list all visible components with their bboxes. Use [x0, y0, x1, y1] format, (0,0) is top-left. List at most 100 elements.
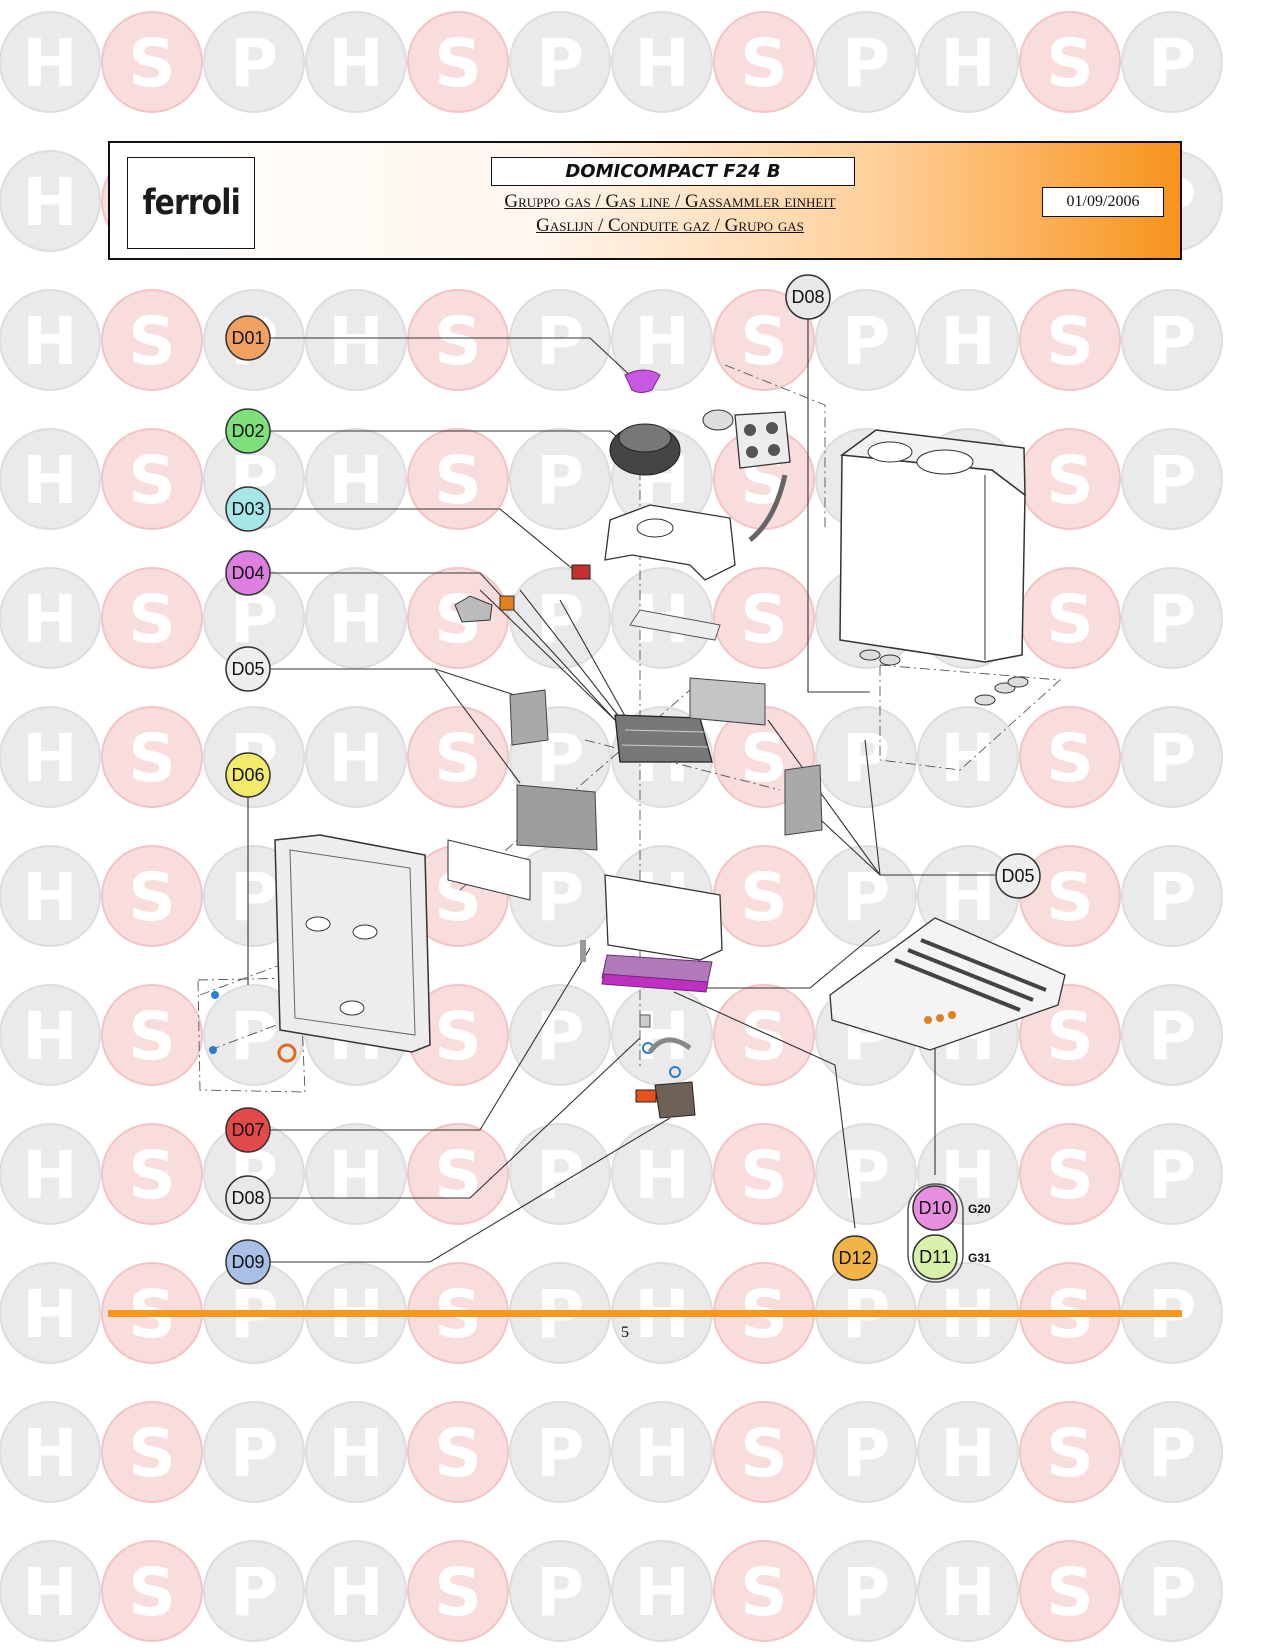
callout-label: D02	[231, 421, 264, 441]
callout-label: D01	[231, 328, 264, 348]
burner-frame-part	[580, 874, 723, 993]
watermark-letter: H	[940, 1554, 995, 1631]
burner-manifold-part	[829, 917, 1066, 1051]
insulation-panels	[509, 677, 823, 851]
watermark-letter: H	[634, 1137, 689, 1214]
watermark-mark: H	[305, 1401, 407, 1503]
callout-bubble	[912, 1185, 958, 1231]
callout-label: D05	[231, 659, 264, 679]
watermark-mark: P	[815, 1401, 917, 1503]
watermark-letter: H	[22, 442, 77, 519]
watermark-letter: H	[634, 1415, 689, 1492]
callout-D03: D03	[225, 486, 271, 532]
watermark-letter: S	[1046, 303, 1094, 380]
watermark-letter: H	[22, 581, 77, 658]
watermark-letter: S	[128, 1554, 176, 1631]
watermark-mark: S	[1019, 1540, 1121, 1642]
watermark-letter: P	[230, 1415, 278, 1492]
watermark-mark: S	[1019, 706, 1121, 808]
callout-bubble	[225, 646, 271, 692]
watermark-letter: H	[634, 25, 689, 102]
watermark-letter: S	[740, 1137, 788, 1214]
callout-D10: D10	[912, 1185, 958, 1231]
watermark-letter: P	[230, 1554, 278, 1631]
watermark-letter: P	[230, 25, 278, 102]
watermark-mark: P	[509, 1401, 611, 1503]
watermark-mark: H	[0, 1401, 101, 1503]
watermark-letter: S	[740, 859, 788, 936]
watermark-letter: P	[1148, 442, 1196, 519]
watermark-mark: P	[1121, 845, 1223, 947]
heat-exchanger-part	[614, 714, 713, 763]
watermark-mark: S	[101, 984, 203, 1086]
callout-label: D10	[918, 1198, 951, 1218]
watermark-mark: P	[509, 11, 611, 113]
watermark-letter: H	[328, 1137, 383, 1214]
watermark-mark: S	[101, 845, 203, 947]
watermark-letter: H	[328, 1554, 383, 1631]
watermark-letter: S	[1046, 859, 1094, 936]
gas-type-g31: G31	[968, 1251, 991, 1265]
watermark-letter: S	[434, 1554, 482, 1631]
callout-D05: D05	[225, 646, 271, 692]
footer-rule	[108, 1310, 1182, 1317]
watermark-letter: H	[22, 1276, 77, 1353]
gas-type-g20: G20	[968, 1202, 991, 1216]
watermark-letter: P	[842, 1137, 890, 1214]
watermark-mark: H	[305, 1123, 407, 1225]
watermark-letter: P	[536, 998, 584, 1075]
callout-label: D04	[231, 563, 264, 583]
watermark-letter: H	[22, 998, 77, 1075]
watermark-letter: P	[1148, 25, 1196, 102]
watermark-mark: P	[815, 1540, 917, 1642]
watermark-mark: H	[0, 845, 101, 947]
watermark-mark: S	[713, 567, 815, 669]
watermark-letter: P	[1148, 1415, 1196, 1492]
callout-D12: D12	[832, 1235, 878, 1281]
watermark-mark: H	[0, 150, 101, 252]
watermark-mark: S	[101, 1123, 203, 1225]
watermark-letter: H	[22, 1137, 77, 1214]
watermark-mark: H	[0, 289, 101, 391]
callout-bubble	[225, 752, 271, 798]
watermark-letter: S	[128, 581, 176, 658]
watermark-mark: P	[203, 11, 305, 113]
watermark-mark: S	[101, 706, 203, 808]
watermark-letter: H	[940, 859, 995, 936]
callout-D02: D02	[225, 408, 271, 454]
watermark-mark: H	[0, 1540, 101, 1642]
ferroli-logo: ferroli	[127, 157, 255, 249]
watermark-mark: S	[1019, 567, 1121, 669]
watermark-letter: H	[634, 1554, 689, 1631]
callout-label: D07	[231, 1120, 264, 1140]
callout-bubble	[225, 1239, 271, 1285]
watermark-mark: H	[611, 1401, 713, 1503]
callout-D01: D01	[225, 315, 271, 361]
watermark-letter: P	[536, 25, 584, 102]
watermark-letter: H	[328, 1415, 383, 1492]
watermark-mark: H	[0, 567, 101, 669]
watermark-mark: S	[407, 428, 509, 530]
watermark-mark: P	[1121, 428, 1223, 530]
watermark-mark: S	[1019, 428, 1121, 530]
watermark-letter: S	[128, 442, 176, 519]
watermark-letter: H	[22, 303, 77, 380]
watermark-mark: P	[509, 1540, 611, 1642]
watermark-letter: S	[434, 720, 482, 797]
watermark-letter: S	[1046, 442, 1094, 519]
gas-type-group-box	[907, 1183, 964, 1283]
watermark-letter: S	[740, 1554, 788, 1631]
watermark-mark: S	[101, 11, 203, 113]
watermark-mark: H	[611, 11, 713, 113]
watermark-letter: S	[740, 25, 788, 102]
watermark-letter: H	[22, 720, 77, 797]
watermark-mark: S	[713, 845, 815, 947]
watermark-mark: H	[0, 428, 101, 530]
watermark-mark: P	[815, 289, 917, 391]
fan-assembly-part	[609, 369, 791, 542]
watermark-mark: H	[611, 289, 713, 391]
document-date: 01/09/2006	[1042, 187, 1164, 217]
watermark-letter: H	[634, 303, 689, 380]
watermark-letter: P	[842, 1554, 890, 1631]
watermark-mark: P	[1121, 567, 1223, 669]
